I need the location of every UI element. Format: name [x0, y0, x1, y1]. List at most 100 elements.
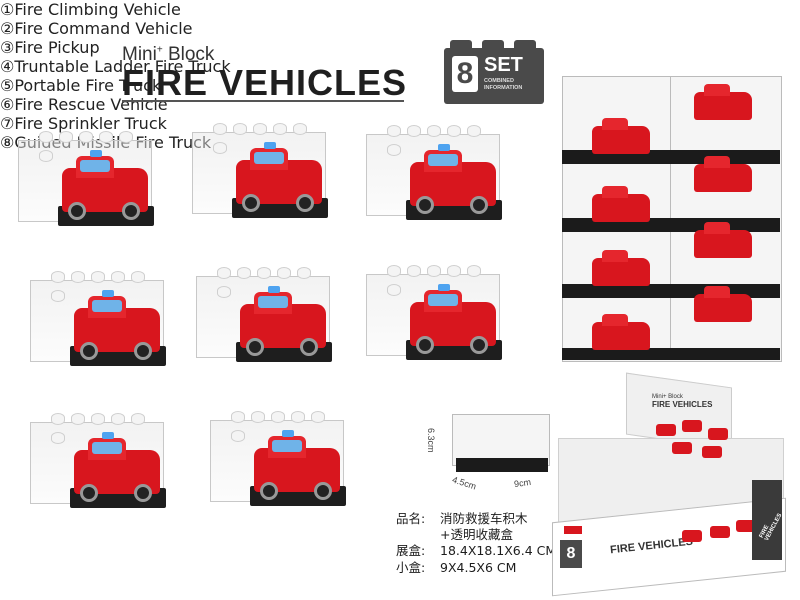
wheel — [470, 336, 488, 354]
spec-display-value: 18.4X18.1X6.4 CM — [440, 543, 557, 558]
badge-sub-line: COMBINED — [484, 78, 514, 84]
fire-vehicle-windshield — [272, 440, 302, 452]
carton-vehicle — [710, 526, 730, 538]
siren-light — [264, 142, 276, 149]
display-carton: Mini+ Block FIRE VEHICLES 8 FIRE VEHICLE… — [552, 372, 786, 597]
product-tile — [30, 400, 170, 520]
rack-vehicle — [694, 222, 752, 258]
rack-vehicle — [694, 286, 752, 322]
carton-side-panel — [752, 480, 782, 560]
wheel — [296, 194, 314, 212]
badge-sub-line: INFORMATION — [484, 85, 523, 91]
box-studs — [48, 410, 158, 444]
badge-label: SET — [484, 54, 523, 76]
siren-light — [102, 432, 114, 439]
wheel — [246, 338, 264, 356]
product-caption: ②Fire Command Vehicle — [0, 19, 193, 38]
carton-set-number: 8 — [560, 540, 582, 568]
fire-vehicle-windshield — [92, 300, 122, 312]
single-box-shell — [452, 414, 550, 466]
wheel — [122, 202, 140, 220]
wheel — [68, 202, 86, 220]
badge-subtext: COMBINED INFORMATION — [484, 78, 542, 92]
siren-light — [282, 430, 294, 437]
product-caption: ③Fire Pickup — [0, 38, 100, 57]
spec-name-row-2: +透明收藏盒 — [440, 524, 513, 543]
wheel — [80, 484, 98, 502]
series-label: Mini+ Block — [122, 44, 214, 66]
box-studs — [384, 122, 494, 156]
dimension-height: 6.3cm — [426, 428, 436, 453]
rack-vehicle — [592, 250, 650, 286]
fire-vehicle-windshield — [258, 296, 288, 308]
fire-vehicle-windshield — [428, 294, 458, 306]
title-underline — [122, 100, 404, 102]
wheel — [314, 482, 332, 500]
box-studs — [36, 128, 146, 162]
wheel — [80, 342, 98, 360]
product-caption: ①Fire Climbing Vehicle — [0, 0, 181, 19]
spec-name-key: 品名: — [396, 511, 426, 526]
box-studs — [228, 408, 338, 442]
rack-vehicle — [592, 314, 650, 350]
spec-name-row: 品名: 消防救援车积木 — [396, 508, 528, 527]
carton-back-name: FIRE VEHICLES — [652, 400, 713, 409]
carton-back-series: Mini+ Block — [652, 394, 683, 400]
siren-light — [268, 286, 280, 293]
rack-shelf — [562, 348, 780, 360]
rack-vehicle — [694, 84, 752, 120]
wheel — [300, 338, 318, 356]
spec-display-key: 展盒: — [396, 543, 426, 558]
product-tile — [210, 398, 350, 518]
wheel — [242, 194, 260, 212]
carton-vehicle — [682, 530, 702, 542]
carton-vehicle — [702, 446, 722, 458]
series-suffix: Block — [167, 44, 215, 65]
product-caption: ④Truntable Ladder Fire Truck — [0, 57, 231, 76]
wheel — [260, 482, 278, 500]
box-studs — [48, 268, 158, 302]
carton-red-tab — [564, 526, 582, 534]
box-studs — [210, 120, 320, 154]
spec-name-value-2: +透明收藏盒 — [440, 527, 513, 542]
spec-small-row: 小盒:9X4.5X6 CM — [396, 557, 516, 576]
siren-light — [102, 290, 114, 297]
wheel — [416, 336, 434, 354]
product-caption: ⑤Portable Fire Truck — [0, 76, 162, 95]
product-tile — [366, 252, 506, 372]
product-caption: ⑥Fire Rescue Vehicle — [0, 95, 168, 114]
box-studs — [214, 264, 324, 298]
spec-name-value: 消防救援车积木 — [440, 511, 528, 526]
fire-vehicle-windshield — [80, 160, 110, 172]
rack-vehicle — [694, 156, 752, 192]
stacked-display-rack — [562, 76, 782, 362]
product-tile — [196, 254, 336, 374]
single-box-diagram — [452, 414, 550, 476]
carton-vehicle — [736, 520, 756, 532]
siren-light — [90, 150, 102, 157]
box-studs — [384, 262, 494, 296]
carton-vehicle — [682, 420, 702, 432]
fire-vehicle-windshield — [92, 442, 122, 454]
siren-light — [438, 144, 450, 151]
badge-number: 8 — [452, 56, 478, 92]
spec-small-value: 9X4.5X6 CM — [440, 560, 517, 575]
carton-vehicle — [656, 424, 676, 436]
wheel — [134, 342, 152, 360]
series-superscript: + — [156, 44, 163, 56]
carton-vehicle — [708, 428, 728, 440]
carton-back-title: Mini+ Block FIRE VEHICLES — [652, 394, 712, 409]
product-tile — [366, 112, 506, 232]
single-box-base — [456, 458, 548, 472]
product-caption: ⑦Fire Sprinkler Truck — [0, 114, 167, 133]
carton-vehicle — [672, 442, 692, 454]
wheel — [470, 196, 488, 214]
rack-vehicle — [592, 118, 650, 154]
product-tile — [18, 118, 158, 238]
spec-display-row: 展盒: 18.4X18.1X6.4 CM — [396, 540, 556, 559]
page-title: FIRE VEHICLES — [122, 62, 408, 103]
series-name: Mini — [122, 44, 157, 65]
siren-light — [438, 284, 450, 291]
dimension-width: 9cm — [513, 476, 532, 490]
fire-vehicle-windshield — [428, 154, 458, 166]
